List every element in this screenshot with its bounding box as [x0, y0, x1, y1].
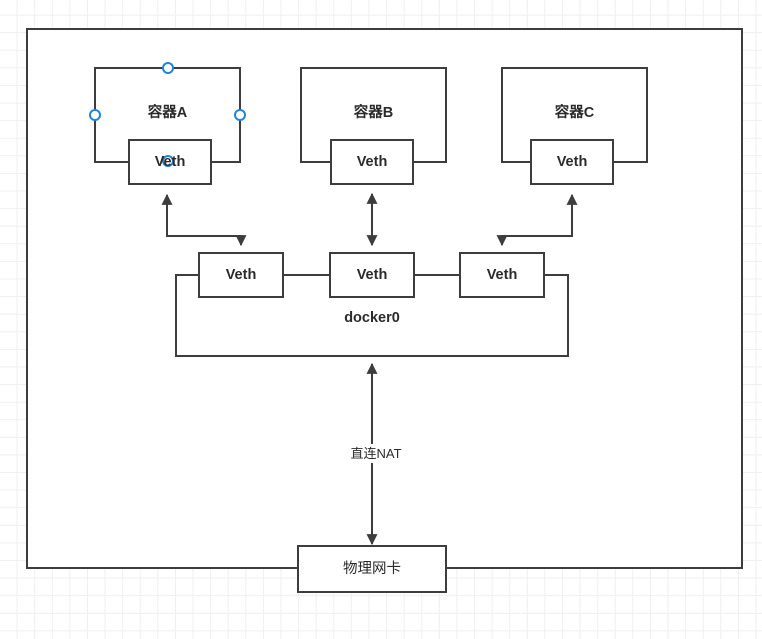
container-b-veth-rect — [330, 139, 414, 185]
bridge-veth-right-node[interactable] — [460, 253, 544, 297]
bridge-veth-left-rect — [198, 252, 284, 298]
selection-handle-left[interactable] — [88, 108, 102, 122]
handle-top-circle — [162, 62, 174, 74]
physical-nic-node[interactable] — [298, 546, 446, 592]
edge-container-a-down-arrow — [167, 235, 247, 247]
edge-bridge-to-nic-label: 直连NAT — [333, 444, 419, 463]
edge-container-c-down-arrow — [496, 235, 572, 247]
bridge-veth-right-rect — [459, 252, 545, 298]
handle-bottom-circle — [162, 155, 174, 167]
container-c-veth-node[interactable] — [531, 140, 613, 184]
container-c-veth-rect — [530, 139, 614, 185]
container-b-veth-node[interactable] — [331, 140, 413, 184]
container-b-rect — [300, 67, 447, 163]
bridge-veth-middle-node[interactable] — [330, 253, 414, 297]
bridge-veth-middle-rect — [329, 252, 415, 298]
bridge-veth-left-node[interactable] — [199, 253, 283, 297]
selection-handle-bottom[interactable] — [161, 154, 175, 168]
selection-handle-top[interactable] — [161, 61, 175, 75]
handle-left-circle — [89, 109, 101, 121]
handle-right-circle — [234, 109, 246, 121]
physical-nic-rect — [297, 545, 447, 593]
selection-handle-right[interactable] — [233, 108, 247, 122]
docker0-bridge-node[interactable] — [176, 297, 568, 356]
